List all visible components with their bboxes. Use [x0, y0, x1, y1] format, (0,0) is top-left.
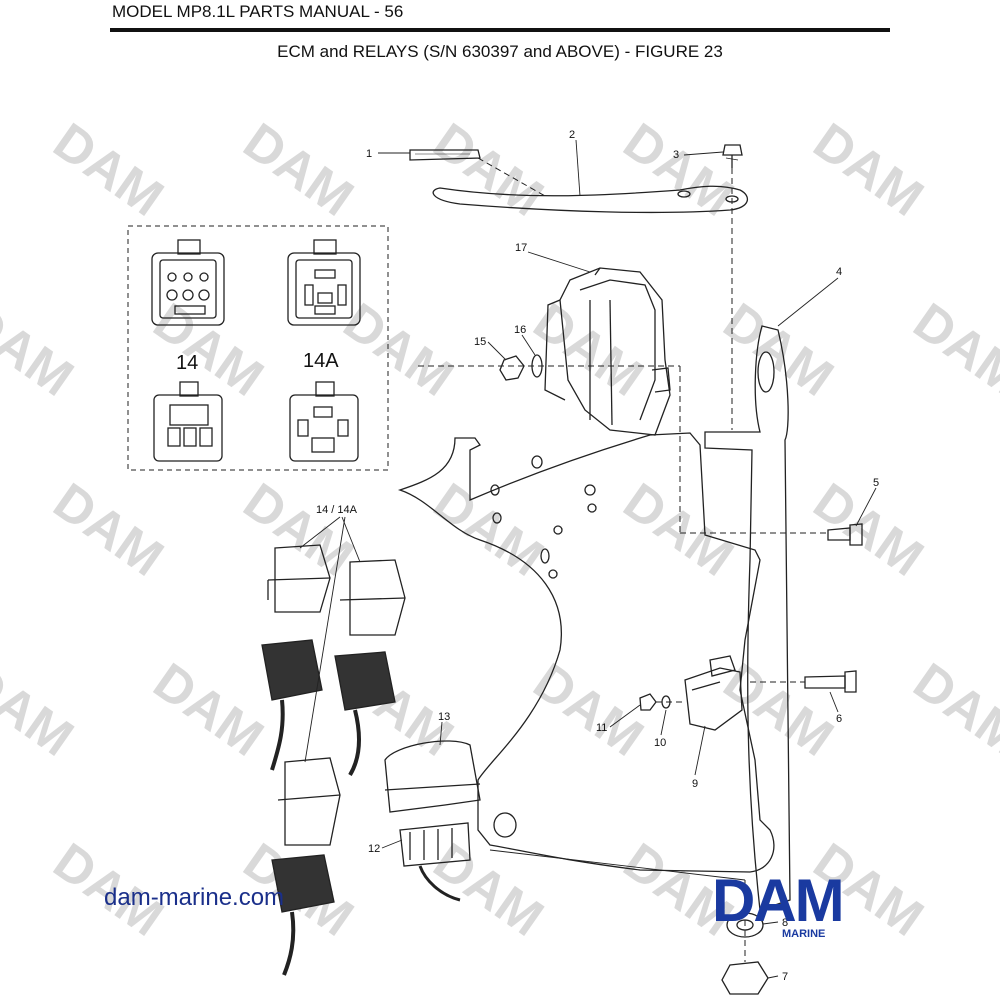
callout-9: 9 — [692, 778, 698, 790]
relay-14-top-left — [267, 544, 331, 613]
callout-1: 1 — [366, 148, 372, 160]
part-11-nut — [639, 693, 657, 711]
callout-2: 2 — [569, 129, 575, 141]
part-7-nut — [721, 961, 769, 995]
connector-14a-face-view — [287, 239, 361, 326]
mounting-bracket — [397, 432, 775, 873]
callout-16: 16 — [514, 324, 526, 336]
relay-14-top-mid — [339, 559, 406, 636]
connector-inset — [127, 225, 389, 471]
manual-title: MODEL MP8.1L PARTS MANUAL - 56 — [112, 2, 404, 21]
callout-4: 4 — [836, 266, 842, 278]
part-9-relay — [684, 655, 743, 731]
relay-14-connector-lower — [271, 854, 335, 976]
connector-14-face-view — [151, 239, 225, 326]
logo-word: DAM — [712, 867, 845, 934]
callout-numbers: 1 2 3 4 5 6 7 8 9 10 11 12 13 14 / 14A 1… — [316, 129, 879, 983]
part-3-screw — [722, 144, 743, 168]
alignment-lines — [418, 157, 828, 962]
part-6-bolt — [804, 670, 857, 693]
connector-14a-pin-view — [289, 381, 359, 462]
inset-label-14a: 14A — [303, 350, 339, 372]
callout-14-14a: 14 / 14A — [316, 504, 358, 516]
connector-14-pin-view — [153, 381, 223, 462]
header-rule — [110, 28, 890, 32]
callout-17: 17 — [515, 242, 527, 254]
callout-10: 10 — [654, 737, 666, 749]
part-4-bracket — [704, 325, 791, 911]
part-12-connector — [399, 822, 471, 902]
relay-14-connector-left — [261, 639, 323, 771]
part-15-nut — [499, 355, 525, 381]
inset-labels: 14 14A — [176, 350, 339, 374]
part-1-label-decal — [409, 149, 481, 161]
callout-8: 8 — [782, 917, 788, 929]
logo-subtitle: MARINE — [782, 928, 826, 940]
inset-label-14: 14 — [176, 352, 198, 374]
leader-lines — [299, 139, 877, 979]
callout-11: 11 — [596, 722, 607, 734]
figure-title: ECM and RELAYS (S/N 630397 and ABOVE) - … — [277, 42, 723, 61]
callout-15: 15 — [474, 336, 486, 348]
callout-5: 5 — [873, 477, 879, 489]
relay-14-top-lower — [277, 757, 341, 846]
site-link[interactable]: dam-marine.com — [104, 884, 285, 911]
part-17-ecm-module — [544, 267, 671, 436]
callout-3: 3 — [673, 149, 679, 161]
callout-6: 6 — [836, 713, 842, 725]
callout-12: 12 — [368, 843, 380, 855]
part-13-connector-cover — [384, 740, 481, 813]
part-2-plate — [432, 185, 749, 214]
callout-13: 13 — [438, 711, 450, 723]
callout-7: 7 — [782, 971, 788, 983]
relay-14-connector-mid — [334, 651, 396, 777]
part-5-bolt — [827, 523, 863, 546]
